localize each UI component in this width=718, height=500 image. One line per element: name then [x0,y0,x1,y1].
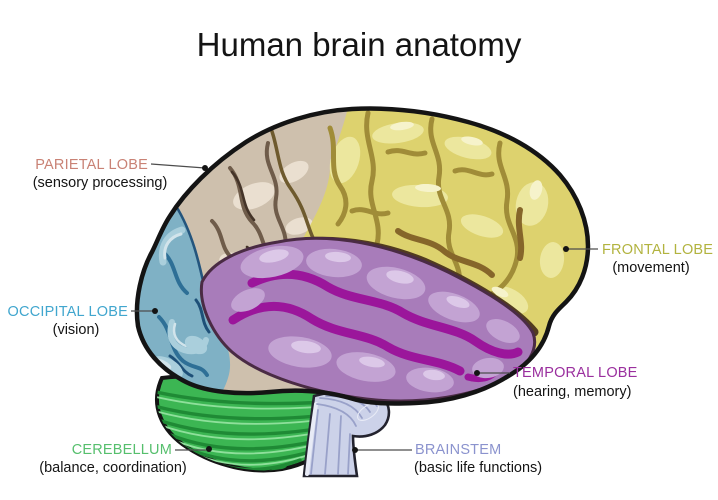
frontal-label: FRONTAL LOBE [602,242,713,258]
temporal-dot [474,370,480,376]
frontal-parietal-boundary [265,116,315,240]
cerebellum-function: (balance, coordination) [39,460,187,476]
temporal-label: TEMPORAL LOBE [513,365,638,381]
label-parietal: PARIETAL LOBE (sensory processing) [33,157,208,191]
page-title: Human brain anatomy [197,26,522,63]
cerebellum-dot [206,446,212,452]
brainstem-label: BRAINSTEM [415,442,501,458]
parietal-dot [202,165,208,171]
cerebrum-outline [134,106,591,406]
parietal-label: PARIETAL LOBE [35,157,148,173]
brainstem-function: (basic life functions) [414,460,542,476]
parietal-leader-line [150,163,206,169]
label-brainstem: BRAINSTEM (basic life functions) [352,442,542,476]
frontal-dot [563,246,569,252]
label-occipital: OCCIPITAL LOBE (vision) [8,304,158,338]
brainstem-dot [352,447,358,453]
occipital-label: OCCIPITAL LOBE [8,304,129,320]
label-cerebellum: CEREBELLUM (balance, coordination) [39,442,212,476]
cerebellum-label: CEREBELLUM [72,442,172,458]
occipital-dot [152,308,158,314]
occipital-function: (vision) [53,322,100,338]
temporal-function: (hearing, memory) [513,384,631,400]
parietal-function: (sensory processing) [33,175,168,191]
label-frontal: FRONTAL LOBE (movement) [563,242,713,276]
brain-illustration [134,106,591,478]
frontal-function: (movement) [612,260,689,276]
label-temporal: TEMPORAL LOBE (hearing, memory) [474,365,638,400]
